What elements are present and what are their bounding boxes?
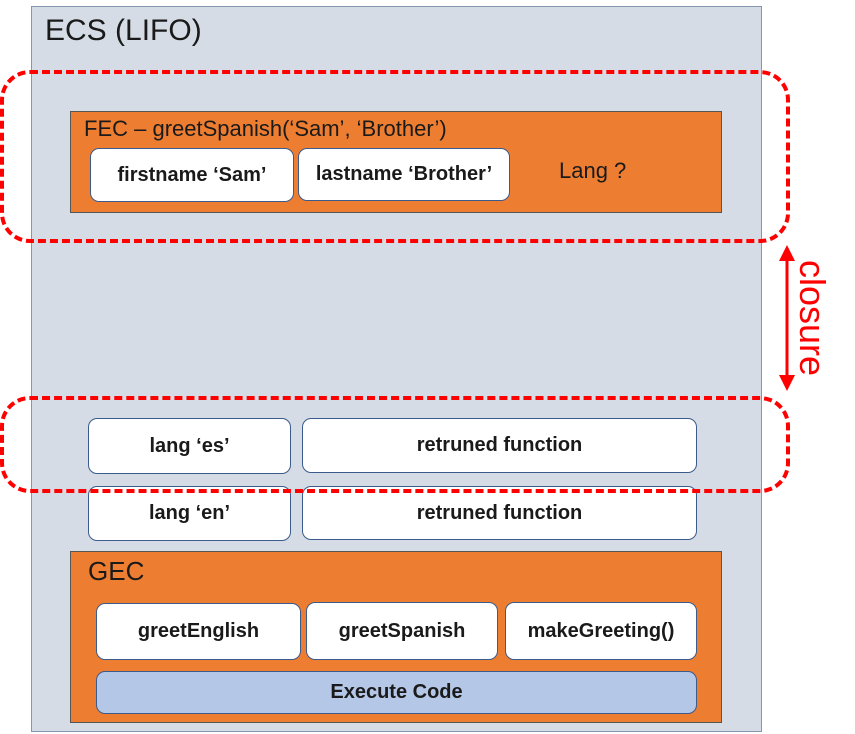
closure-highlight-fec: [0, 70, 790, 243]
make-greeting-box: makeGreeting(): [505, 602, 697, 660]
fec-title: FEC – greetSpanish(‘Sam’, ‘Brother’): [84, 116, 447, 141]
closure-double-arrow-icon: [779, 245, 795, 391]
closure-label: closure: [792, 259, 833, 376]
closure-highlight-returned: [0, 396, 790, 493]
ecs-title: ECS (LIFO): [45, 14, 202, 47]
returned-function-en-box: retruned function: [302, 486, 697, 540]
execute-code-box: Execute Code: [96, 671, 697, 714]
lang-es-box: lang ‘es’: [88, 418, 291, 474]
gec-title: GEC: [88, 556, 145, 586]
greet-spanish-box: greetSpanish: [306, 602, 498, 660]
fec-lastname-box: lastname ‘Brother’: [298, 148, 510, 201]
closure-label-wrap: closure: [788, 250, 836, 385]
fec-firstname-box: firstname ‘Sam’: [90, 148, 294, 202]
returned-function-es-box: retruned function: [302, 418, 697, 473]
lang-en-box: lang ‘en’: [88, 486, 291, 541]
fec-lang-label: Lang ?: [559, 158, 627, 183]
greet-english-box: greetEnglish: [96, 603, 301, 660]
